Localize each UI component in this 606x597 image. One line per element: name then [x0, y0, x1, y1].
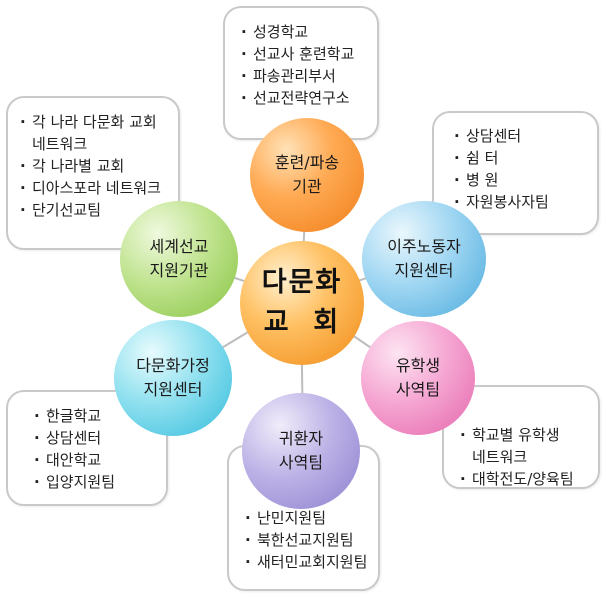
student-node: 유학생 사역팀 — [361, 321, 475, 435]
returnee-label: 귀환자 사역팀 — [278, 429, 324, 472]
center-node: 다문화 교 회 — [240, 241, 364, 365]
family-label: 다문화가정 지원센터 — [136, 356, 210, 399]
training-item: 파송관리부서 — [241, 65, 377, 87]
world-item: 단기선교팀 — [20, 199, 178, 221]
family-item: 입양지원팀 — [34, 471, 166, 493]
family-box: 한글학교 상담센터 대안학교 입양지원팀 — [6, 390, 168, 506]
student-item: 학교별 유학생 — [460, 424, 598, 446]
migrant-node: 이주노동자 지원센터 — [362, 201, 486, 317]
center-label-line1: 다문화 — [261, 267, 343, 298]
world-item: 각 나라별 교회 — [20, 155, 178, 177]
returnee-item: 북한선교지원팀 — [245, 529, 378, 551]
world-node: 세계선교 지원기관 — [120, 201, 238, 317]
training-label: 훈련/파송 기관 — [274, 153, 340, 196]
migrant-item: 자원봉사자팀 — [454, 191, 597, 213]
migrant-item: 쉼 터 — [454, 147, 597, 169]
training-item: 성경학교 — [241, 21, 377, 43]
student-item: 대학전도/양육팀 — [460, 468, 598, 490]
student-label: 유학생 사역팀 — [395, 356, 441, 399]
returnee-item: 새터민교회지원팀 — [245, 551, 378, 573]
family-item: 상담센터 — [34, 427, 166, 449]
world-item-continued: 네트워크 — [32, 135, 88, 153]
migrant-item: 병 원 — [454, 169, 597, 191]
family-item: 한글학교 — [34, 405, 166, 427]
migrant-item: 상담센터 — [454, 125, 597, 147]
training-node: 훈련/파송 기관 — [250, 118, 364, 232]
migrant-label: 이주노동자 지원센터 — [387, 237, 461, 280]
family-item: 대안학교 — [34, 449, 166, 471]
student-item-continued: 네트워크 — [472, 448, 528, 466]
world-item: 디아스포라 네트워크 — [20, 177, 178, 199]
training-item: 선교사 훈련학교 — [241, 43, 377, 65]
world-item: 각 나라 다문화 교회 — [20, 111, 178, 133]
center-label-line2: 교 회 — [263, 307, 341, 338]
training-item: 선교전략연구소 — [241, 87, 377, 109]
returnee-item: 난민지원팀 — [245, 507, 378, 529]
family-node: 다문화가정 지원센터 — [114, 320, 232, 436]
migrant-box: 상담센터 쉼 터 병 원 자원봉사자팀 — [432, 111, 599, 235]
training-box: 성경학교 선교사 훈련학교 파송관리부서 선교전략연구소 — [223, 6, 379, 140]
returnee-node: 귀환자 사역팀 — [242, 393, 360, 509]
world-label: 세계선교 지원기관 — [149, 237, 209, 280]
